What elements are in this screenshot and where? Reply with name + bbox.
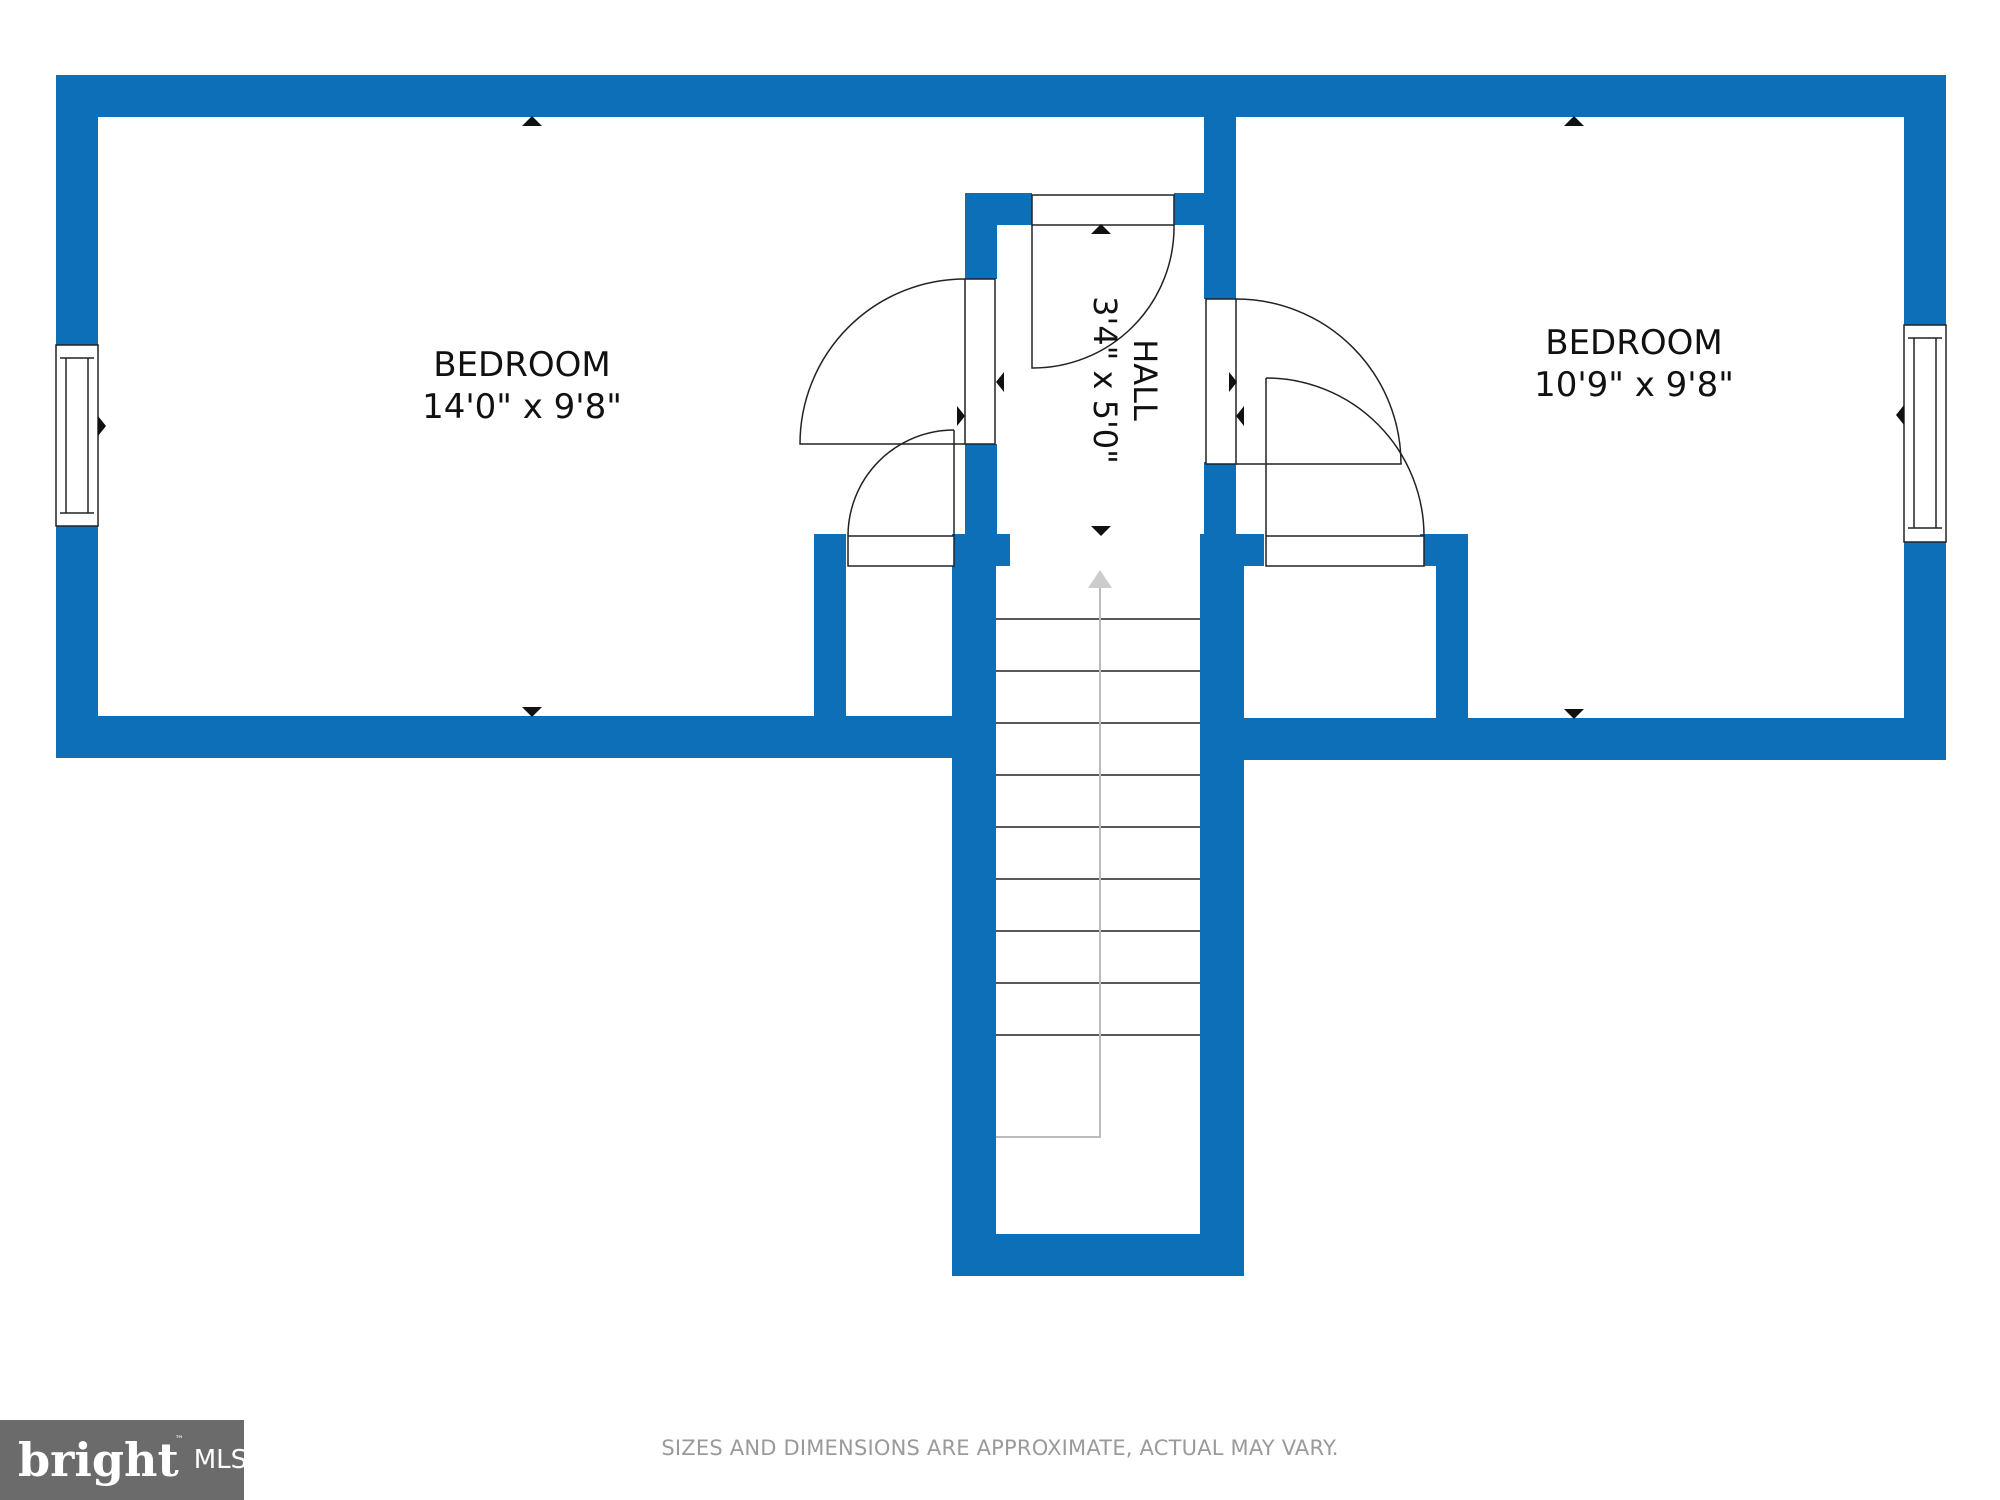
stair-direction-arrow — [996, 583, 1101, 1138]
wall-stair-left — [952, 534, 996, 1276]
door-left-bedroom-leaf — [964, 278, 996, 445]
door-closet-top-leaf — [1031, 194, 1175, 226]
walls — [56, 75, 1946, 1276]
bright-mls-logo: bright ™ MLS — [0, 1420, 248, 1500]
logo-word: bright — [18, 1433, 179, 1487]
room-labels: BEDROOM 14'0" x 9'8" BEDROOM 10'9" x 9'8… — [422, 296, 1734, 464]
logo-tm: ™ — [174, 1435, 184, 1445]
floor-bedroom-right — [1468, 117, 1904, 718]
doors — [799, 194, 1425, 567]
wall-right-closet-side — [1436, 534, 1468, 724]
floor-right-closet — [1244, 566, 1436, 718]
wall-top-left — [56, 75, 936, 117]
room-size-hall: 3'4" x 5'0" — [1086, 296, 1124, 464]
floor-closet-top — [944, 117, 1204, 193]
wall-closet-bottom-right — [1174, 193, 1204, 225]
wall-top-right — [1214, 75, 1946, 117]
logo-mls: MLS — [193, 1445, 248, 1475]
wall-right-upper — [1904, 75, 1946, 325]
door-left-closet-leaf — [847, 535, 955, 567]
wall-top-center — [914, 75, 1236, 117]
wall-stair-right — [1200, 534, 1244, 1276]
window-left — [55, 344, 99, 527]
floor-bedroom-left-ext — [814, 117, 965, 534]
wall-stair-bottom — [952, 1234, 1244, 1276]
floor-bedroom-right-ext — [1236, 117, 1468, 534]
window-right — [1903, 324, 1947, 543]
door-right-closet-leaf — [1265, 535, 1425, 567]
wall-bottom-right — [1222, 718, 1946, 760]
wall-closet-right — [1204, 75, 1236, 225]
disclaimer-text: SIZES AND DIMENSIONS ARE APPROXIMATE, AC… — [661, 1436, 1339, 1460]
room-name-bedroom-right: BEDROOM — [1545, 323, 1722, 363]
floor-bedroom-left — [98, 117, 814, 716]
wall-bottom-left — [56, 716, 992, 758]
room-size-bedroom-right: 10'9" x 9'8" — [1534, 365, 1734, 405]
floor-left-closet — [846, 566, 952, 716]
room-name-hall: HALL — [1126, 339, 1164, 421]
wall-hall-right — [1204, 225, 1236, 299]
room-size-bedroom-left: 14'0" x 9'8" — [422, 387, 622, 427]
floor-stairs — [996, 566, 1200, 1234]
floors — [98, 117, 1904, 1234]
stairs — [996, 570, 1200, 1138]
room-name-bedroom-left: BEDROOM — [433, 345, 610, 385]
wall-hall-left — [965, 225, 997, 279]
dimension-ticks — [98, 116, 1904, 719]
floor-hall-stair-gap — [1010, 534, 1194, 566]
wall-left-upper — [56, 75, 98, 345]
wall-left-closet-top — [814, 534, 846, 566]
